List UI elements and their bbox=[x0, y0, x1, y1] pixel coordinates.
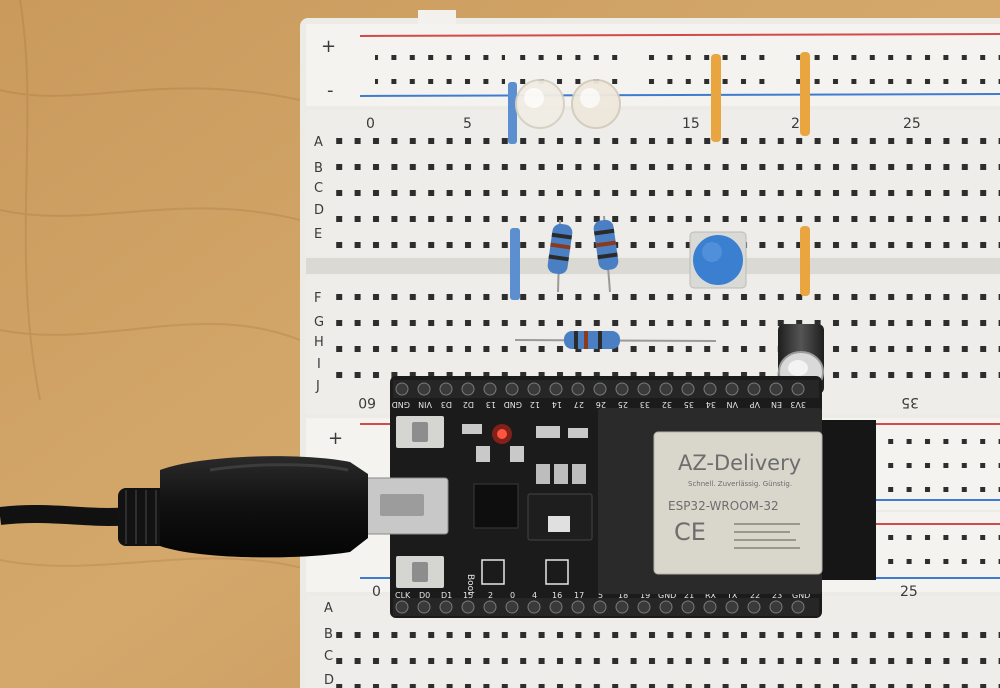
pin-label-bottom-13: GND bbox=[658, 591, 676, 600]
rail-plus-middle: + bbox=[328, 428, 343, 449]
pin-label-top-8: 14 bbox=[552, 400, 562, 409]
pin-label-bottom-14: 21 bbox=[684, 591, 694, 600]
row-label-h: H bbox=[314, 335, 324, 350]
col-number-lower-0: 0 bbox=[372, 584, 381, 600]
pin-label-top-2: VIN bbox=[418, 400, 432, 409]
pin-label-bottom-3: D1 bbox=[441, 591, 452, 600]
push-button bbox=[689, 231, 747, 289]
row-label-f: F bbox=[314, 291, 321, 306]
orange-jumper-3 bbox=[800, 226, 810, 296]
pin-label-top-16: VN bbox=[727, 400, 738, 409]
pin-label-top-15: 34 bbox=[706, 400, 716, 409]
row-label-b: B bbox=[314, 161, 323, 176]
leds bbox=[515, 79, 621, 129]
orange-jumper-2 bbox=[800, 52, 810, 136]
pin-label-top-18: EN bbox=[771, 400, 782, 409]
ce-mark: CE bbox=[674, 518, 706, 546]
pin-label-bottom-10: 5 bbox=[598, 591, 603, 600]
pin-label-top-19: 3V3 bbox=[790, 400, 806, 409]
pin-label-top-9: 27 bbox=[574, 400, 584, 409]
row-label-e: E bbox=[314, 227, 322, 242]
pin-label-top-1: GND bbox=[392, 400, 410, 409]
col-number-0: 0 bbox=[366, 116, 375, 132]
orange-jumper-1 bbox=[711, 54, 721, 142]
row-label-lower-c: C bbox=[324, 649, 333, 664]
row-label-i: I bbox=[317, 357, 321, 372]
col-number-5: 5 bbox=[463, 116, 472, 132]
col-number-15: 15 bbox=[682, 116, 700, 132]
row-label-c: C bbox=[314, 181, 323, 196]
pin-label-bottom-11: 18 bbox=[618, 591, 628, 600]
pin-label-bottom-4: 15 bbox=[463, 591, 473, 600]
pin-label-bottom-6: 0 bbox=[510, 591, 515, 600]
col-number-35: 35 bbox=[901, 394, 919, 410]
pin-label-bottom-15: RX bbox=[705, 591, 717, 600]
col-number-lower-25: 25 bbox=[900, 584, 918, 600]
rail-minus-top: - bbox=[327, 80, 334, 101]
resistor-3 bbox=[564, 331, 620, 349]
pin-label-bottom-5: 2 bbox=[488, 591, 493, 600]
row-label-lower-d: D bbox=[324, 673, 334, 688]
pin-label-top-3: D3 bbox=[441, 400, 452, 409]
row-label-lower-b: B bbox=[324, 627, 333, 642]
pin-label-bottom-18: 23 bbox=[772, 591, 782, 600]
resistors bbox=[514, 215, 717, 349]
col-number-25: 25 bbox=[903, 116, 921, 132]
pin-label-bottom-7: 4 bbox=[532, 591, 537, 600]
pin-label-top-5: 13 bbox=[486, 400, 496, 409]
pin-label-top-17: VP bbox=[750, 400, 760, 409]
pin-label-top-6: GND bbox=[504, 400, 522, 409]
pin-label-bottom-1: CLK bbox=[395, 591, 411, 600]
pin-label-top-14: 35 bbox=[684, 400, 694, 409]
pin-label-top-4: D2 bbox=[463, 400, 474, 409]
pin-label-bottom-9: 17 bbox=[574, 591, 584, 600]
row-label-j: J bbox=[315, 379, 320, 394]
pin-label-bottom-17: 22 bbox=[750, 591, 760, 600]
col-number-60: 60 bbox=[358, 394, 376, 410]
row-label-lower-a: A bbox=[324, 601, 333, 616]
row-label-g: G bbox=[314, 315, 324, 330]
blue-jumper-bottom bbox=[510, 228, 520, 300]
module-tagline: Schnell. Zuverlässig. Günstig. bbox=[688, 480, 792, 488]
pin-label-bottom-2: D0 bbox=[419, 591, 430, 600]
pin-label-top-10: 26 bbox=[596, 400, 606, 409]
pin-label-top-7: 12 bbox=[530, 400, 540, 409]
row-label-d: D bbox=[314, 203, 324, 218]
esp32-wroom-module: AZ-Delivery Schnell. Zuverlässig. Günsti… bbox=[598, 408, 823, 594]
pin-label-top-13: 32 bbox=[662, 400, 672, 409]
pin-label-top-12: 33 bbox=[640, 400, 650, 409]
pin-label-bottom-12: 19 bbox=[640, 591, 650, 600]
module-brand: AZ-Delivery bbox=[678, 451, 801, 475]
usb-cable bbox=[0, 456, 368, 558]
boot-label: Boot bbox=[465, 574, 475, 595]
pin-label-top-11: 25 bbox=[618, 400, 628, 409]
jumper-wires bbox=[508, 52, 810, 300]
pin-label-bottom-16: TX bbox=[726, 591, 738, 600]
pin-label-bottom-19: GND bbox=[792, 591, 810, 600]
rail-plus-top: + bbox=[321, 36, 336, 57]
row-label-a: A bbox=[314, 135, 323, 150]
module-model: ESP32-WROOM-32 bbox=[668, 499, 779, 513]
pin-label-bottom-8: 16 bbox=[552, 591, 562, 600]
blue-jumper-top bbox=[508, 82, 517, 144]
